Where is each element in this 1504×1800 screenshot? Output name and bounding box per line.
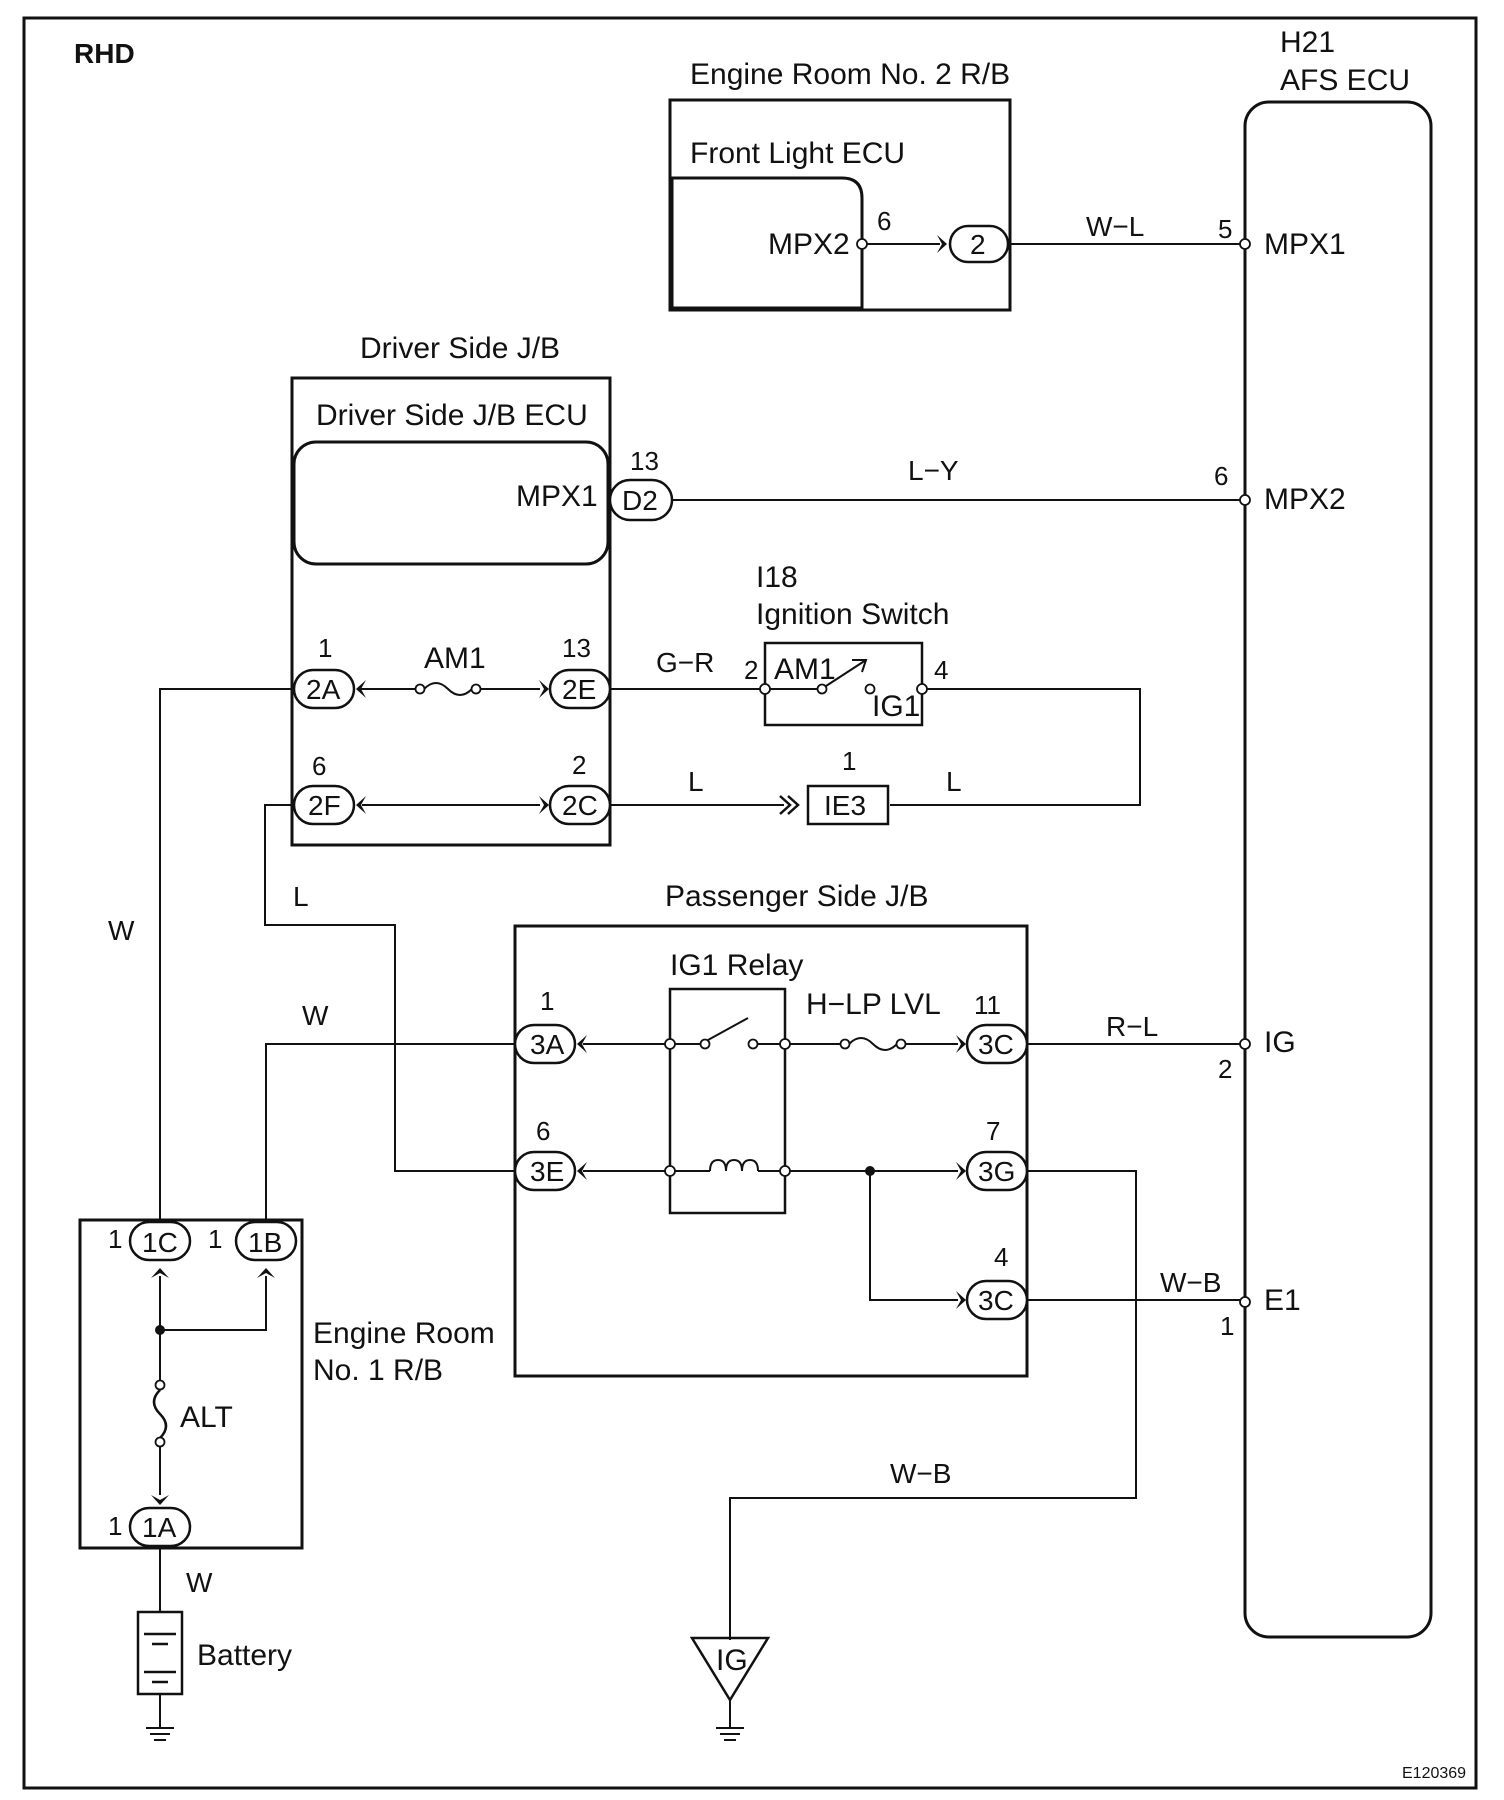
afs-mpx1-label: MPX1 xyxy=(1264,228,1346,261)
afs-mpx2-label: MPX2 xyxy=(1264,483,1346,516)
svg-text:3G: 3G xyxy=(978,1156,1015,1187)
driver-jb-box xyxy=(290,376,612,847)
ground-ig: IG xyxy=(689,1636,771,1741)
svg-text:3E: 3E xyxy=(530,1156,564,1187)
wire-gr: G−R xyxy=(656,647,714,678)
svg-text:1: 1 xyxy=(540,986,554,1016)
svg-text:3A: 3A xyxy=(530,1029,565,1060)
wire-l-2f: L xyxy=(293,881,309,912)
wire-rl: R−L xyxy=(1106,1011,1158,1042)
afs-pin-5: 5 xyxy=(1218,214,1232,244)
fuse-alt: ALT xyxy=(180,1401,233,1434)
svg-text:1A: 1A xyxy=(142,1512,177,1543)
svg-text:D2: D2 xyxy=(622,485,658,516)
svg-text:4: 4 xyxy=(934,655,948,685)
svg-text:13: 13 xyxy=(630,446,659,476)
svg-text:IG: IG xyxy=(716,1644,748,1677)
svg-text:7: 7 xyxy=(986,1116,1000,1146)
afs-ecu-code: H21 xyxy=(1280,26,1335,59)
er2-title: Engine Room No. 2 R/B xyxy=(690,58,1010,91)
svg-text:IE3: IE3 xyxy=(824,790,866,821)
driver-side-jb: Driver Side J/B Driver Side J/B ECU MPX1… xyxy=(290,332,674,847)
figure-id: E120369 xyxy=(1402,1765,1466,1782)
wire-wb-gnd: W−B xyxy=(890,1458,951,1489)
svg-text:6: 6 xyxy=(536,1116,550,1146)
wire-w-battery: W xyxy=(186,1567,213,1598)
er2-box xyxy=(668,98,1012,312)
afs-pin-6: 6 xyxy=(1214,461,1228,491)
svg-text:1: 1 xyxy=(842,746,856,776)
svg-text:3C: 3C xyxy=(978,1285,1014,1316)
battery-label: Battery xyxy=(197,1639,292,1672)
ig1-relay-box xyxy=(668,987,787,1215)
svg-text:2A: 2A xyxy=(306,674,341,705)
svg-text:1: 1 xyxy=(108,1224,122,1254)
driver-jb-title: Driver Side J/B xyxy=(360,332,560,365)
front-light-mpx2: MPX2 xyxy=(768,228,850,261)
wire-w-1b: W xyxy=(302,1000,329,1031)
afs-ecu-title: AFS ECU xyxy=(1280,64,1410,97)
engine-room-1-rb: Engine Room No. 1 R/B 1 1C 1 1B ALT 1 1A xyxy=(78,1218,495,1550)
svg-text:2: 2 xyxy=(572,750,586,780)
svg-text:IG1: IG1 xyxy=(872,690,920,723)
svg-text:1: 1 xyxy=(208,1224,222,1254)
driver-jb-mpx1: MPX1 xyxy=(516,480,598,513)
ignition-switch: I18 Ignition Switch AM1 IG1 2 4 xyxy=(744,561,949,727)
wire-w-left: W xyxy=(108,915,135,946)
wire-l-ie3-left: L xyxy=(688,766,704,797)
afs-ecu-box xyxy=(1243,100,1433,1639)
connector-ie3: IE3 1 xyxy=(779,746,890,826)
svg-text:2F: 2F xyxy=(308,790,341,821)
connector-1c xyxy=(128,1220,192,1262)
wire-l-ie3-right: L xyxy=(946,766,962,797)
svg-text:4: 4 xyxy=(994,1242,1008,1272)
svg-text:1: 1 xyxy=(108,1511,122,1541)
svg-text:2: 2 xyxy=(744,655,758,685)
svg-text:1B: 1B xyxy=(248,1227,282,1258)
afs-pin-2: 2 xyxy=(1218,1054,1232,1084)
er1-box xyxy=(78,1218,304,1550)
afs-ig-label: IG xyxy=(1264,1026,1296,1059)
relay-coil xyxy=(709,1158,759,1172)
ign-title: Ignition Switch xyxy=(756,598,949,631)
svg-text:2E: 2E xyxy=(562,674,596,705)
fuse-hlp-lvl: H−LP LVL xyxy=(806,988,941,1021)
afs-e1-label: E1 xyxy=(1264,1284,1301,1317)
svg-text:11: 11 xyxy=(974,990,1001,1020)
connector-1a xyxy=(128,1506,192,1548)
engine-room-2-rb: Engine Room No. 2 R/B Front Light ECU MP… xyxy=(668,58,1012,312)
wire-ly: L−Y xyxy=(908,455,959,486)
diagram-frame xyxy=(22,16,1478,1790)
svg-text:6: 6 xyxy=(312,751,326,781)
er1-title-line1: Engine Room xyxy=(313,1317,495,1350)
er1-title-line2: No. 1 R/B xyxy=(313,1354,443,1387)
fuse-am1: AM1 xyxy=(424,642,486,675)
svg-text:2: 2 xyxy=(970,229,986,260)
front-light-pin-6: 6 xyxy=(877,206,891,236)
svg-text:3C: 3C xyxy=(978,1029,1014,1060)
ign-code: I18 xyxy=(756,561,798,594)
front-light-ecu-title: Front Light ECU xyxy=(690,137,905,170)
ig1-relay-title: IG1 Relay xyxy=(670,949,803,982)
afs-ecu: H21 AFS ECU MPX1 MPX2 IG E1 5 6 2 1 xyxy=(1214,26,1433,1639)
wire-wb-e1: W−B xyxy=(1160,1267,1221,1298)
svg-text:1C: 1C xyxy=(142,1227,178,1258)
svg-text:AM1: AM1 xyxy=(774,653,836,686)
passenger-jb-title: Passenger Side J/B xyxy=(665,880,928,913)
connector-1b xyxy=(234,1220,298,1262)
svg-text:13: 13 xyxy=(562,633,591,663)
svg-text:2C: 2C xyxy=(562,790,598,821)
variant-label: RHD xyxy=(74,38,135,69)
wire-wl: W−L xyxy=(1086,211,1144,242)
battery: Battery xyxy=(136,1610,292,1741)
fuse-alt-symbol xyxy=(152,1389,168,1439)
driver-jb-ecu-title: Driver Side J/B ECU xyxy=(316,399,588,432)
driver-jb-ecu-box xyxy=(292,440,610,566)
passenger-jb-box xyxy=(513,924,1029,1378)
afs-pin-1: 1 xyxy=(1220,1311,1234,1341)
svg-text:1: 1 xyxy=(318,633,332,663)
passenger-side-jb: Passenger Side J/B IG1 Relay 1 3A H−LP L… xyxy=(513,880,1029,1378)
